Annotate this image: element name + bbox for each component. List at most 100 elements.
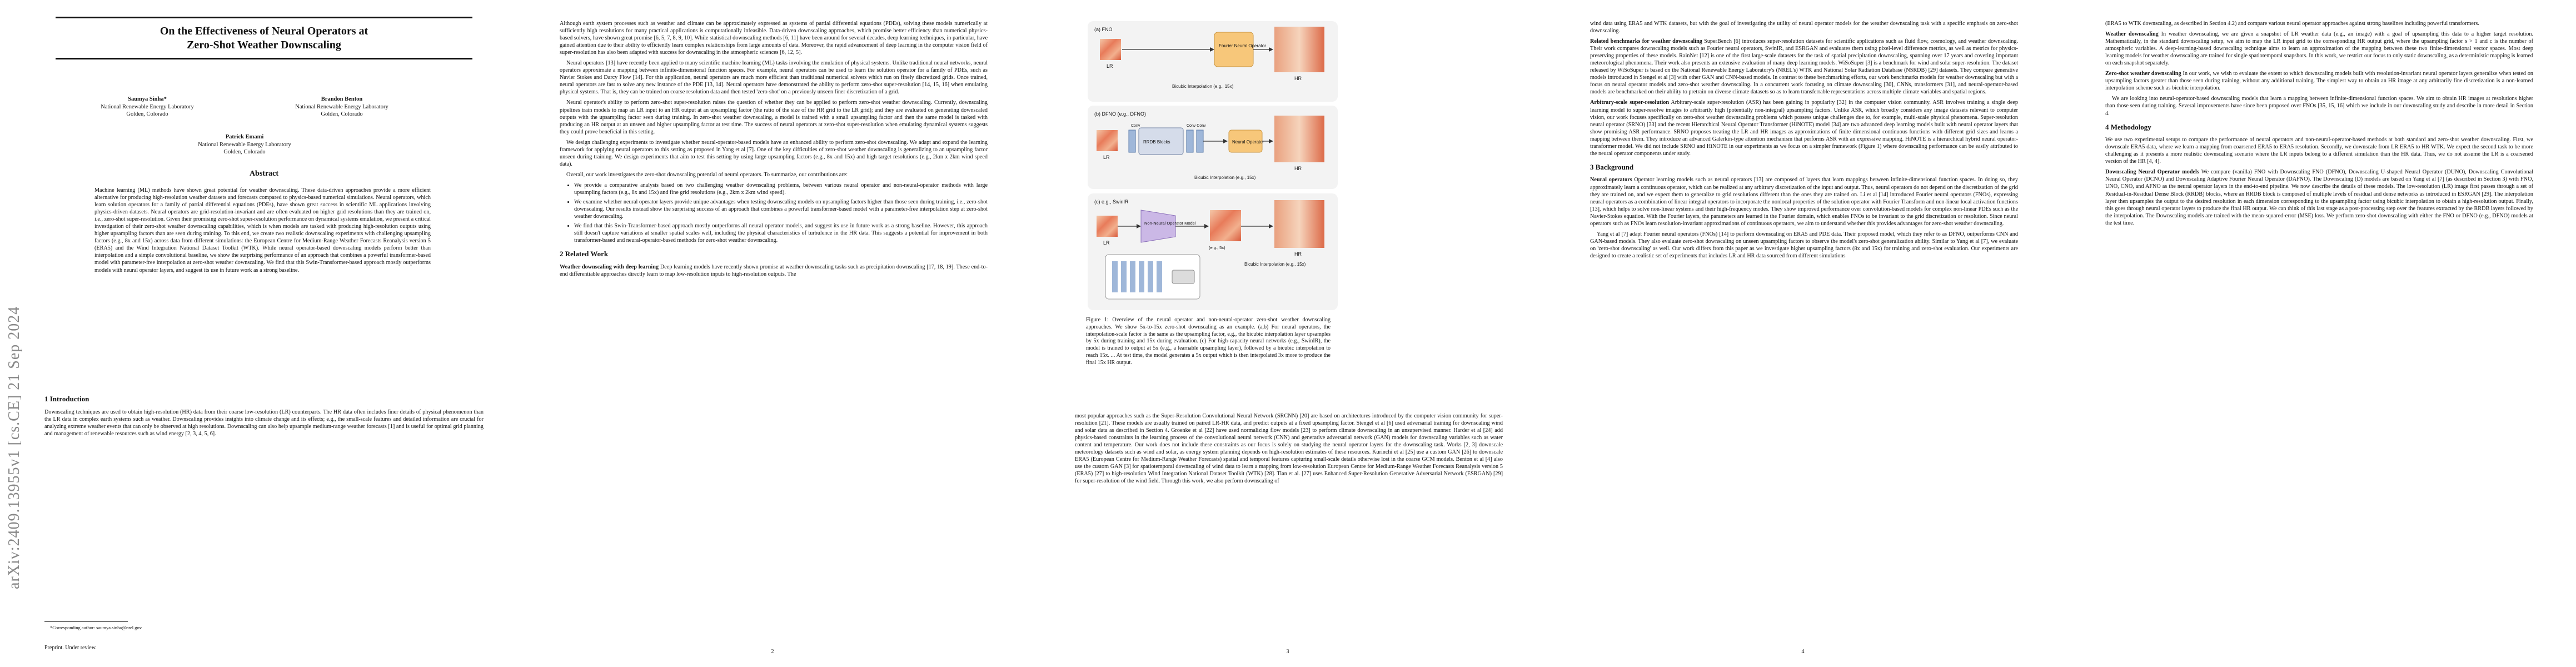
author-location: Golden, Colorado — [126, 111, 168, 118]
block-label: Non-Neural Operator Model — [1144, 221, 1196, 226]
page-3: (a) FNO LR Fourier Neural Operator HR Bi… — [1030, 0, 1546, 667]
lr-heatmap-a — [1100, 39, 1121, 60]
lr-heatmap-b — [1097, 130, 1118, 151]
hr-label: HR — [1294, 166, 1302, 171]
paragraph: Zero-shot weather downscaling In our wor… — [2105, 70, 2533, 92]
paragraph: wind data using ERA5 and WTK datasets, b… — [1590, 21, 2018, 34]
section-heading-background: 3 Background — [1590, 162, 1634, 171]
paragraph: Yang et al [7] adapt Fourier neural oper… — [1590, 231, 2018, 259]
author-affiliation: National Renewable Energy Laboratory — [198, 141, 291, 148]
layer — [1130, 261, 1135, 292]
intermediate-heatmap — [1210, 210, 1241, 241]
page-5-body: (ERA5 to WTK downscaling, as described i… — [2105, 20, 2533, 230]
preprint-note: Preprint. Under review. — [44, 645, 97, 651]
paragraph: Neural operators Operator learning model… — [1590, 176, 2018, 227]
lr-heatmap-c — [1097, 216, 1118, 237]
author-name: Brandon Benton — [321, 96, 363, 102]
paragraph-lead: Weather downscaling — [2105, 31, 2159, 38]
paper-title: On the Effectiveness of Neural Operators… — [44, 24, 484, 52]
arrow-head-icon — [1204, 224, 1209, 228]
upsample-layer — [1172, 270, 1195, 284]
author-block-2: Brandon Benton National Renewable Energy… — [281, 96, 403, 118]
author-location: Golden, Colorado — [321, 111, 363, 118]
page-2: Although earth system processes such as … — [515, 0, 1030, 667]
footnote-rule — [44, 621, 128, 622]
arrow-head-icon — [1269, 139, 1273, 143]
non-neural-operator-model — [1140, 210, 1176, 243]
author-block-1: Saumya Sinha* National Renewable Energy … — [86, 96, 208, 118]
paragraph: Neural operator's ability to perform zer… — [560, 99, 988, 135]
paragraph-text: In our work, we wish to evaluate the ext… — [2105, 71, 2534, 92]
abstract-text: Machine learning (ML) methods have shown… — [94, 187, 431, 273]
conv-label: Conv — [1131, 124, 1140, 128]
section-heading-introduction: 1 Introduction — [44, 395, 89, 403]
figure-1-caption: Figure 1: Overview of the neural operato… — [1086, 317, 1331, 370]
interpolation-label: Bicubic Interpolation (e.g., 15x) — [1172, 84, 1234, 89]
block-label: Neural Operator — [1232, 140, 1264, 145]
interpolation-label: Bicubic Interpolation (e.g., 15x) — [1244, 262, 1306, 267]
layer — [1121, 261, 1127, 292]
rrdb-blocks — [1138, 127, 1184, 155]
conv-layer — [1196, 130, 1204, 153]
author-affiliation: National Renewable Energy Laboratory — [101, 103, 194, 110]
interpolation-label: Bicubic Interpolation (e.g., 15x) — [1194, 175, 1256, 180]
page-4-body: wind data using ERA5 and WTK datasets, b… — [1590, 20, 2018, 263]
list-item: We find that this Swin-Transformer-based… — [574, 222, 988, 244]
corresponding-author-footnote: *Corresponding author: saumya.sinha@nrel… — [50, 625, 142, 630]
paragraph-text: SuperBench [6] introduces super-resoluti… — [1590, 38, 2019, 96]
paragraph-text: Operator learning models such as neural … — [1590, 177, 2019, 227]
title-rule-top — [56, 17, 472, 18]
page-number: 2 — [771, 649, 774, 655]
fourier-neural-operator-block — [1214, 32, 1254, 67]
paragraph: Related benchmarks for weather downscali… — [1590, 38, 2018, 96]
section-heading-related-work: 2 Related Work — [560, 250, 609, 258]
section-heading-methodology: 4 Methodology — [2105, 122, 2151, 131]
paragraph: Overall, our work investigates the zero-… — [566, 171, 848, 178]
paragraph: Neural operators [13] have recently been… — [560, 60, 988, 96]
paragraph: most popular approaches such as the Supe… — [1075, 413, 1503, 485]
hr-heatmap-c — [1274, 200, 1324, 248]
figure-1-diagram: (a) FNO LR Fourier Neural Operator HR Bi… — [1088, 21, 1338, 310]
lr-label: LR — [1103, 240, 1110, 246]
paragraph: We design challenging experiments to inv… — [560, 139, 988, 167]
rrdb-label: RRDB Blocks — [1143, 140, 1170, 145]
paragraph-lead: Downscaling Neural Operator models — [2105, 169, 2199, 176]
layer — [1148, 261, 1153, 292]
title-line-1: On the Effectiveness of Neural Operators… — [160, 25, 368, 37]
panel-c-label: (c) e.g., SwinIR — [1094, 199, 1129, 205]
conv-conv-label: Conv Conv — [1187, 124, 1206, 128]
author-block-3: Patrick Emami National Renewable Energy … — [183, 133, 306, 156]
author-name: Patrick Emami — [225, 134, 264, 140]
page-number: 4 — [1801, 649, 1805, 655]
paragraph-text: Arbitrary-scale super-resolution (ASR) h… — [1590, 99, 2019, 157]
paragraph-text: Deep learning models have recently shown… — [560, 263, 988, 277]
paragraph-text: In weather downscaling, we are given a s… — [2105, 31, 2534, 67]
paragraph: Weather downscaling In weather downscali… — [2105, 31, 2533, 67]
arrow-head-icon — [1210, 47, 1214, 52]
title-rule-bottom — [56, 58, 472, 59]
paragraph-lead: Zero-shot weather downscaling — [2105, 71, 2181, 77]
abstract-heading: Abstract — [249, 170, 279, 178]
author-affiliation: National Renewable Energy Laboratory — [295, 103, 388, 110]
block-label: Fourier Neural Operator — [1219, 43, 1266, 48]
page-4: wind data using ERA5 and WTK datasets, b… — [1546, 0, 2061, 667]
upsample-label: (e.g., 5x) — [1209, 245, 1225, 250]
author-name: Saumya Sinha* — [128, 96, 167, 102]
list-item: We provide a comparative analysis based … — [574, 182, 988, 196]
layer — [1139, 261, 1144, 292]
layer — [1112, 261, 1118, 292]
page-1: arXiv:2409.13955v1 [cs.CE] 21 Sep 2024 O… — [0, 0, 515, 667]
title-line-2: Zero-Shot Weather Downscaling — [187, 39, 341, 51]
panel-a-label: (a) FNO — [1094, 27, 1113, 32]
paragraph: We use two experimental setups to compar… — [2105, 137, 2533, 165]
paragraph: Weather downscaling with deep learning D… — [560, 263, 988, 278]
paragraph: Although earth system processes such as … — [560, 21, 988, 56]
paragraph-lead: Weather downscaling with deep learning — [560, 263, 659, 270]
paragraph-lead: Related benchmarks for weather downscali… — [1590, 38, 1702, 45]
hr-label: HR — [1294, 76, 1302, 81]
paragraph: Downscaling Neural Operator models We co… — [2105, 168, 2533, 226]
page-number: 3 — [1286, 649, 1289, 655]
paragraph: (ERA5 to WTK downscaling, as described i… — [2105, 21, 2479, 27]
panel-b-label: (b) DFNO (e.g., DFNO) — [1094, 111, 1146, 117]
introduction-section: 1 Introduction Downscaling techniques ar… — [44, 389, 484, 441]
